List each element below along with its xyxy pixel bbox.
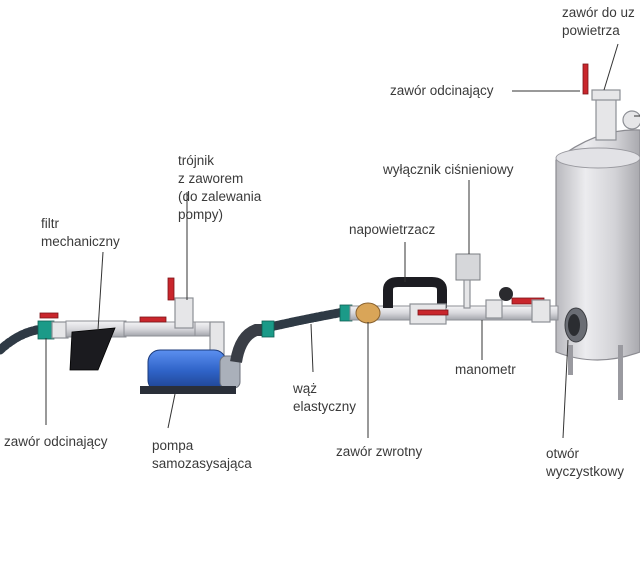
label-manometer: manometr xyxy=(455,362,516,377)
label-top-shutoff-valve: zawór odcinający xyxy=(390,83,494,98)
label-pressure-switch: wyłącznik ciśnieniowy xyxy=(383,162,514,177)
mechanical-filter xyxy=(65,320,127,371)
label-check-valve: zawór zwrotny xyxy=(336,444,423,459)
label-aerator: napowietrzacz xyxy=(349,222,436,237)
pressure-tank xyxy=(555,63,640,400)
aerator xyxy=(383,277,449,325)
check-valve xyxy=(355,302,381,324)
flexible-hose xyxy=(261,307,349,333)
hose-coupling-left xyxy=(261,320,275,338)
label-flexible-hose: wąż elastyczny xyxy=(293,381,357,414)
main-pipe xyxy=(349,305,559,321)
pressure-switch xyxy=(455,253,481,309)
label-mechanical-filter: filtr mechaniczny xyxy=(41,216,120,249)
label-left-shutoff-valve: zawór odcinający xyxy=(4,434,108,449)
label-vent-valve: zawór do uz powietrza xyxy=(562,5,635,38)
label-tee-with-valve: trójnik z zaworem (do zalewania pompy) xyxy=(178,153,262,222)
manometer xyxy=(485,287,551,323)
tee-with-valve xyxy=(139,277,225,363)
leader-lines xyxy=(45,43,640,439)
label-cleanout-opening: otwór wyczystkowy xyxy=(546,446,625,479)
left-shutoff-valve xyxy=(37,312,69,340)
label-self-priming-pump: pompa samozasysająca xyxy=(152,438,252,471)
self-priming-pump xyxy=(140,324,268,394)
